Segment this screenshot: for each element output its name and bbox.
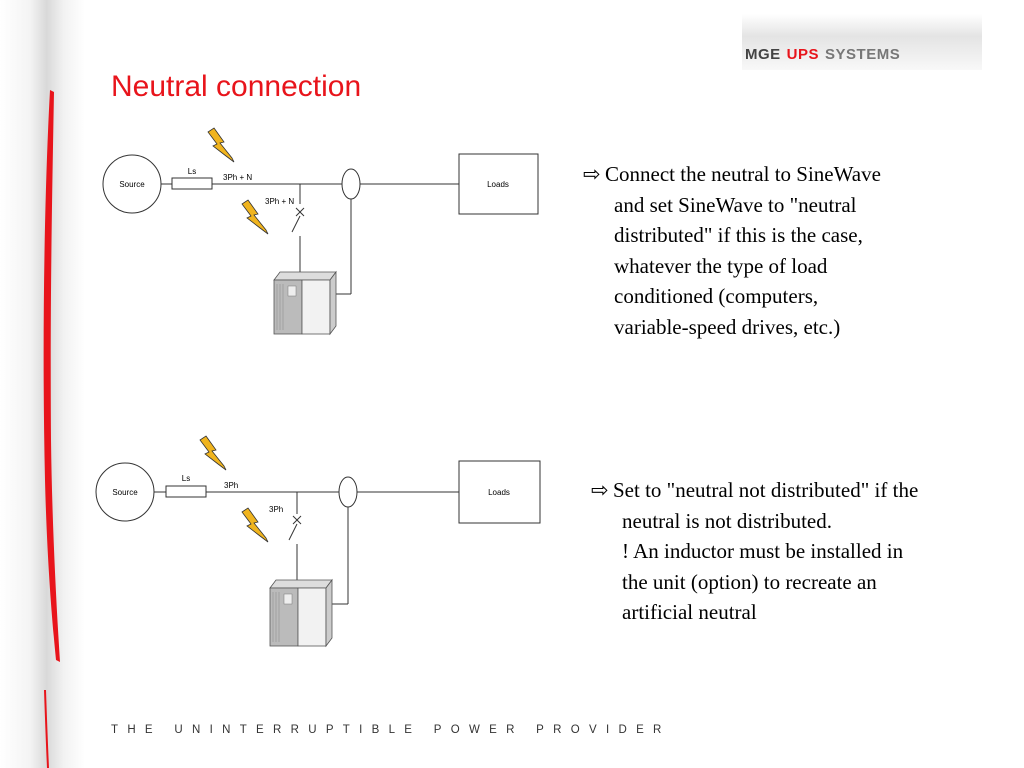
bullet-line: and set SineWave to "neutral bbox=[614, 192, 857, 217]
loads-label: Loads bbox=[488, 488, 510, 497]
logo-ups: UPS bbox=[786, 46, 820, 63]
line-label: 3Ph + N bbox=[223, 173, 252, 182]
logo-mge: MGE bbox=[745, 46, 781, 63]
current-sensor bbox=[341, 168, 361, 200]
bullet-line: the unit (option) to recreate an bbox=[622, 569, 877, 594]
bullet-line: conditioned (computers, bbox=[614, 284, 819, 308]
arrow-right-icon: ⇨ bbox=[583, 162, 601, 186]
switch-blade bbox=[291, 215, 301, 233]
diagram-neutral-not-distributed: Source Ls 3Ph Loads 3Ph bbox=[95, 435, 541, 648]
bullet-line: ! An inductor must be installed in bbox=[622, 539, 904, 563]
bullet-line: ⇨Connect the neutral to SineWave bbox=[583, 159, 881, 190]
bullet-line: artificial neutral bbox=[622, 600, 757, 624]
ls-label: Ls bbox=[188, 167, 196, 176]
logo-background bbox=[742, 14, 982, 70]
bullet-line: variable-speed drives, etc.) bbox=[614, 314, 841, 339]
bullet-line: distributed" if this is the case, bbox=[614, 223, 863, 247]
branch-label: 3Ph + N bbox=[265, 197, 294, 206]
inductor-box bbox=[165, 485, 207, 498]
ls-label: Ls bbox=[182, 474, 190, 483]
red-decorative-stripe bbox=[43, 90, 60, 768]
arrow-right-icon: ⇨ bbox=[591, 478, 609, 502]
branch-label: 3Ph bbox=[269, 505, 283, 514]
ups-cabinet bbox=[269, 578, 333, 648]
lightning-icon bbox=[241, 199, 269, 235]
inductor-box bbox=[171, 177, 213, 190]
lightning-icon bbox=[199, 435, 227, 471]
line-label: 3Ph bbox=[224, 481, 238, 490]
loads-box bbox=[458, 460, 541, 524]
loads-box bbox=[458, 153, 539, 215]
bullet-line: neutral is not distributed. bbox=[622, 508, 832, 533]
logo-systems: SYSTEMS bbox=[825, 46, 901, 63]
loads-label: Loads bbox=[487, 180, 509, 189]
company-logo: MGE UPS SYSTEMS bbox=[745, 46, 900, 63]
page-title: Neutral connection bbox=[111, 70, 362, 103]
ups-cabinet bbox=[273, 270, 337, 336]
footer-tagline: THE UNINTERRUPTIBLE POWER PROVIDER bbox=[111, 724, 671, 736]
bullet-line: whatever the type of load bbox=[614, 253, 828, 278]
diagram-neutral-distributed: Source Ls 3Ph + N Loads 3Ph + N bbox=[102, 127, 539, 336]
lightning-icon bbox=[207, 127, 235, 163]
lightning-icon bbox=[241, 507, 269, 543]
source-label: Source bbox=[119, 180, 145, 189]
bullet-neutral-not-distributed: ⇨Set to "neutral not distributed" if the… bbox=[591, 475, 918, 628]
bullet-line: ⇨Set to "neutral not distributed" if the bbox=[591, 475, 918, 506]
switch-blade bbox=[288, 523, 298, 541]
source-label: Source bbox=[112, 488, 138, 497]
bullet-neutral-distributed: ⇨Connect the neutral to SineWave and set… bbox=[583, 159, 881, 342]
current-sensor bbox=[338, 476, 358, 508]
left-decorative-band bbox=[0, 0, 85, 768]
